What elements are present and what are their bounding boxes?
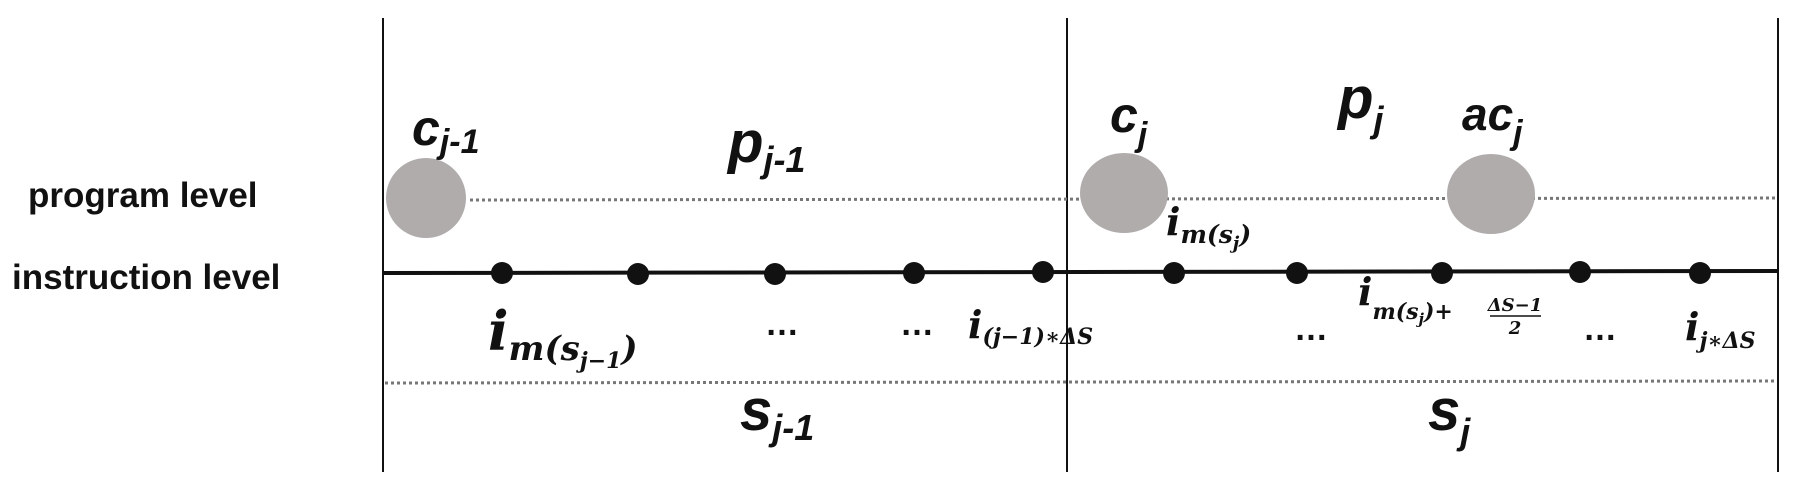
program-level-dotted-line [469,196,1776,202]
ellipsis: … [765,305,799,343]
checkpoint-label-c-j-1: cj-1 [412,100,480,161]
instruction-label-i-m-sj: im(sj) [1166,199,1251,254]
svg-text:im(sj)+: im(sj)+ [1358,269,1453,328]
ellipsis: … [1583,310,1617,348]
instruction-dot [1569,261,1591,283]
segment-label-s-j: sj [1428,378,1471,452]
program-level-label: program level [28,176,258,215]
instruction-dot [1032,261,1054,283]
checkpoint-circle-c-j [1080,153,1168,233]
instruction-label-i-end-prev: i(j−1)∗ΔS [968,302,1093,350]
instruction-dot [764,263,786,285]
instruction-dot [1689,262,1711,284]
instruction-dot [1431,262,1453,284]
instruction-dot [1163,262,1185,284]
segment-dotted-line [384,379,1776,385]
checkpoint-label-ac-j: acj [1462,88,1524,152]
checkpoint-circle-ac-j [1447,154,1535,234]
checkpoint-circle-c-j-1 [386,158,466,238]
instruction-label-fraction-denominator: 2 [1508,318,1522,339]
instruction-label-i-m-sj-1: im(sj−1) [488,299,638,374]
instruction-dot [491,262,513,284]
program-label-p-j-1: pj-1 [726,110,805,180]
instruction-level-line [382,269,1779,275]
checkpoint-label-c-j: cj [1110,87,1149,154]
instruction-dot [903,262,925,284]
instruction-label-fraction-numerator: ΔS−1 [1487,295,1543,316]
instruction-label-i-mid: im(sj)+ ΔS−1 2 [1358,269,1542,339]
instruction-level-label: instruction level [12,258,280,297]
ellipsis: … [900,305,934,343]
program-label-p-j: pj [1336,66,1384,140]
instruction-label-i-end-curr: ij∗ΔS [1685,304,1756,354]
ellipsis: … [1294,310,1328,348]
segment-label-s-j-1: sj-1 [740,378,814,448]
instruction-dot [1286,262,1308,284]
instruction-dot [627,263,649,285]
